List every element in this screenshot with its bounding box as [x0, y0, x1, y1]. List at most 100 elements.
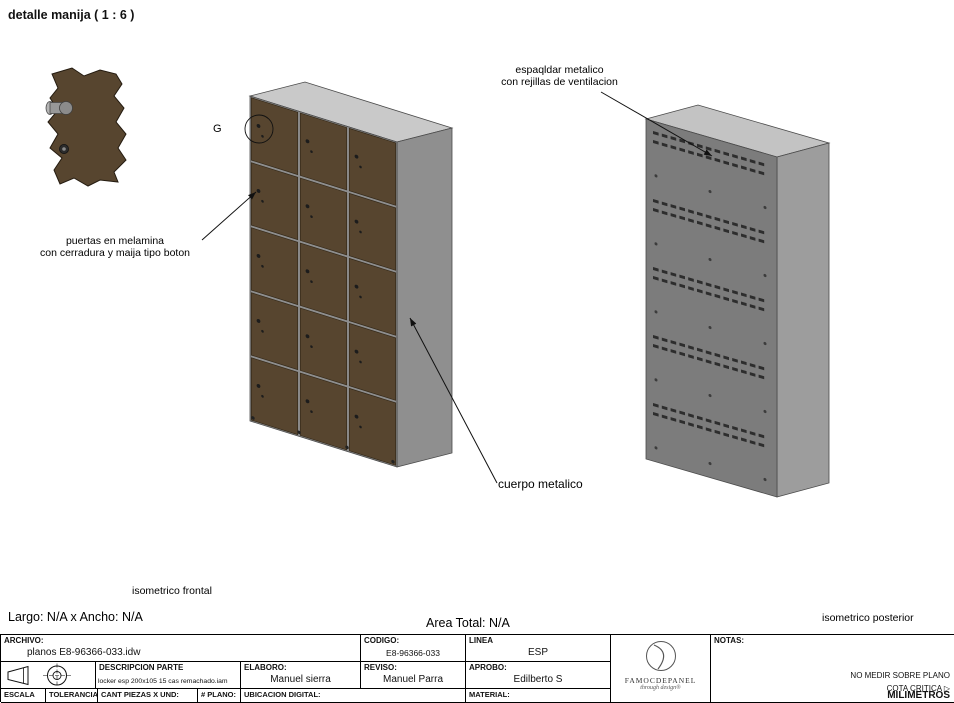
vent-slot	[670, 204, 677, 209]
vent-slot	[688, 277, 694, 282]
vent-slot	[679, 410, 686, 416]
vent-slot	[697, 288, 703, 294]
vent-slot	[732, 434, 738, 440]
lock-cylinder-core-icon	[62, 147, 66, 151]
logo-cell: FAMOCDEPANEL through design®	[611, 635, 711, 703]
vent-slot	[723, 151, 730, 157]
cota-critica-symbol-icon: ▷	[943, 684, 950, 693]
vent-slot	[723, 160, 730, 166]
vent-slot	[661, 405, 668, 411]
vent-slot	[653, 344, 659, 349]
vent-slot	[653, 267, 659, 272]
vent-slot	[714, 352, 721, 358]
logo-name: FAMOCDEPANEL	[624, 676, 697, 685]
rivet-dot	[708, 325, 712, 330]
vent-slot	[741, 224, 747, 230]
vent-slot	[661, 133, 668, 139]
vent-slot	[749, 372, 756, 377]
descripcion-value: locker esp 200x105 15 cas remachado.iam	[98, 678, 228, 685]
door-lock-dot	[354, 414, 359, 419]
door-handle-dot	[310, 345, 313, 349]
door-handle-dot	[261, 394, 264, 398]
vent-slot	[670, 349, 677, 354]
vent-slot	[741, 233, 747, 239]
door-handle-dot	[310, 150, 313, 154]
escala-cell: ESCALA	[1, 689, 46, 703]
rivet-dot	[654, 446, 658, 450]
title-block: ARCHIVO: planos E8-96366-033.idw CODIGO:…	[0, 634, 954, 703]
vent-slot	[723, 423, 730, 429]
vent-slot	[661, 337, 668, 343]
door-lock-dot	[305, 399, 310, 404]
vent-slot	[679, 215, 686, 221]
ubicacion-label: UBICACION DIGITAL:	[244, 690, 321, 699]
rivet-dot	[297, 430, 301, 435]
vent-slot	[732, 221, 738, 227]
door-lock-dot	[354, 219, 359, 224]
locker-door	[250, 97, 299, 176]
elaboro-value: Manuel sierra	[270, 674, 331, 685]
front-view-caption: isometrico frontal	[132, 585, 212, 597]
door-handle-dot	[359, 165, 362, 169]
locker-door	[299, 177, 348, 256]
door-handle-dot	[359, 230, 362, 234]
vent-slot	[670, 145, 677, 150]
leader-back-panel	[600, 91, 713, 157]
codigo-value: E8-96366-033	[386, 648, 440, 658]
front-locker	[248, 81, 454, 468]
vent-slot	[749, 236, 756, 241]
door-handle-dot	[261, 264, 264, 268]
detail-marker-letter: G	[213, 123, 222, 135]
vent-slot	[749, 159, 756, 164]
archivo-label: ARCHIVO:	[4, 636, 44, 645]
rivet-dot	[345, 445, 349, 450]
door-handle-dot	[310, 215, 313, 219]
area-total-text: Area Total: N/A	[426, 616, 510, 630]
door-handle-dot	[261, 134, 264, 138]
vent-slot	[741, 301, 747, 307]
vent-slot	[705, 155, 712, 160]
vent-slot	[670, 340, 677, 345]
rivet-dot	[654, 242, 658, 246]
aprobo-cell: APROBO: Edilberto S	[466, 662, 611, 689]
vent-slot	[758, 365, 765, 371]
vent-slot	[661, 201, 668, 207]
dimensions-text: Largo: N/A x Ancho: N/A	[8, 610, 143, 624]
door-handle-dot	[310, 410, 313, 414]
back-locker-back-panel	[645, 118, 778, 498]
vent-slot	[679, 147, 686, 153]
vent-slot	[749, 295, 756, 300]
rivet-dot	[763, 273, 767, 278]
vent-slot	[679, 283, 686, 289]
vent-slot	[758, 374, 765, 380]
vent-slot	[679, 342, 686, 348]
vent-slot	[723, 364, 730, 370]
vent-slot	[741, 360, 747, 366]
vent-slot	[679, 419, 686, 425]
locker-door	[299, 242, 348, 321]
vent-slot	[653, 276, 659, 281]
rivet-dot	[708, 393, 712, 398]
linea-label: LINEA	[469, 636, 493, 645]
vent-slot	[749, 440, 756, 445]
material-label: MATERIAL:	[469, 690, 510, 699]
vent-slot	[688, 413, 694, 418]
rivet-dot	[763, 409, 767, 414]
vent-slot	[697, 143, 703, 149]
vent-slot	[758, 238, 765, 244]
vent-slot	[688, 218, 694, 223]
vent-slot	[714, 293, 721, 299]
rivet-dot	[654, 174, 658, 178]
vent-slot	[705, 350, 712, 355]
front-locker-side-face	[396, 127, 453, 468]
vent-slot	[705, 282, 712, 287]
nota-cota-critica-text: COTA CRITICA	[886, 684, 942, 693]
locker-door	[299, 307, 348, 386]
rivet-dot	[763, 205, 767, 210]
vent-slot	[758, 433, 765, 439]
vent-slot	[670, 272, 677, 277]
rivet-dot	[251, 416, 255, 420]
vent-slot	[714, 284, 721, 290]
vent-slot	[714, 420, 721, 426]
codigo-cell: CODIGO: E8-96366-033	[361, 635, 466, 662]
